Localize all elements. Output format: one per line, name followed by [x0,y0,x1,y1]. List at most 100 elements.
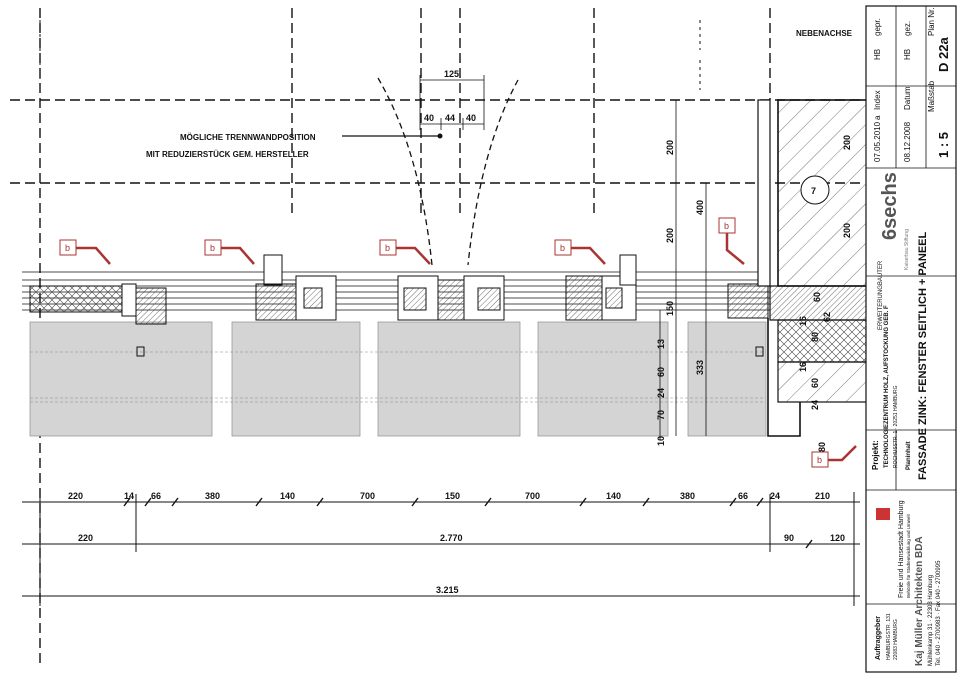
svg-text:b: b [560,243,565,253]
index-value: a [873,115,882,120]
vdim-13: 13 [656,339,666,349]
dim-top-125: 125 [444,69,459,79]
b-markers: b b b b b b [59,217,857,468]
project-label: Projekt: [871,440,880,470]
svg-text:b: b [210,243,215,253]
project-line-1: TECHNOLOGIEZENTRUM HOLZ, AUFSTOCKUNG GEB… [884,305,890,468]
floor-slab [769,285,869,321]
svg-text:b: b [65,243,70,253]
ersteller-label: ERWEITERUNGBAUTER [878,260,884,330]
architect-tel: Tel. 040 - 2700983 · Fax 040 - 2700995 [936,560,942,666]
dim-row1-380a: 380 [205,491,220,501]
callout-line-2: MIT REDUZIERSTÜCK GEM. HERSTELLER [146,150,309,159]
dim-top-40a: 40 [424,113,434,123]
plan-nr-value: D 22a [936,37,951,72]
architect-name: Kaj Müller Architekten BDA [914,536,925,666]
detail-circle-label: 7 [811,186,816,196]
svg-text:80: 80 [817,442,827,452]
left-frame [121,283,137,317]
index-label: Index [873,90,882,110]
architect-addr: Mühlenkamp 31 · 22303 Hamburg [928,575,934,666]
svg-text:60: 60 [810,378,820,388]
city-sub: Behörde für Stadtentwicklung und Umwelt [906,513,911,598]
dim-row2-2770: 2.770 [440,533,463,543]
wall-panels [29,321,767,437]
lower-wall [777,361,869,403]
left-mullion [135,287,167,325]
dim-row1-700b: 700 [525,491,540,501]
dim-row1-210: 210 [815,491,830,501]
svg-text:24: 24 [810,400,820,410]
dim-row1-24: 24 [770,491,780,501]
vdim-200-b: 200 [665,228,675,243]
b-marker-1: b [59,239,111,265]
massstab-label: Maßstab [927,80,936,112]
planinhalt-label: Planinhalt [906,441,912,470]
plan-nr-label: Plan Nr. [927,8,936,36]
wall-dim-200b: 200 [842,223,852,238]
b-marker-6: b [811,445,857,468]
dim-row1-14: 14 [124,491,134,501]
datum-value: 08.12.2008 [903,121,912,162]
gepr-label: gepr. [873,18,882,36]
dim-row1-700a: 700 [360,491,375,501]
dim-row2-120: 120 [830,533,845,543]
detail-circle-7 [800,175,830,205]
b-marker-5: b [718,217,745,265]
auftraggeber-label: Auftraggeber [875,616,882,660]
right-frame-profile [727,283,769,319]
project-line-2: ROCHUSSTR. 1 · 20251 HAMBURG [893,385,899,468]
dim-row1-ticks [123,497,813,549]
panel-marker-1 [136,346,145,357]
callout-line-1: MÖGLICHE TRENNWANDPOSITION [180,133,316,142]
cut-lines [39,20,701,90]
left-insulation [29,285,123,313]
logo-sub: Kaiserbau Stiftung [904,229,910,270]
auftraggeber-line-1: HAMBURGSTR. 131 [886,613,892,660]
mullion-profile-1 [255,254,337,321]
b-marker-2: b [204,239,255,265]
datum-label: Datum [903,86,912,110]
mullion-profile-2 [397,275,505,321]
nebenachse-label: NEBENACHSE [796,29,853,38]
vdim-150: 150 [665,301,675,316]
vdim-60: 60 [656,367,666,377]
dim-row1-150: 150 [445,491,460,501]
svg-text:b: b [817,455,822,465]
massstab-value: 1 : 5 [936,132,951,158]
vdim-333: 333 [695,360,705,375]
auftraggeber-line-2: 22083 HAMBURG [893,619,899,660]
vdim-400: 400 [695,200,705,215]
svg-text:b: b [724,221,729,231]
dim-top-40b: 40 [466,113,476,123]
title-block: gepr. HB gez. HB Plan Nr. D 22a Index a … [865,5,957,673]
logo-text: 6sechs [879,172,901,240]
zinc-flashing [767,318,801,437]
callout-dot [437,133,443,139]
vertical-dim-lines [659,100,707,440]
b-marker-4: b [554,239,606,265]
gepr-value: HB [873,49,882,60]
svg-text:16: 16 [798,316,808,326]
dim-row2-90: 90 [784,533,794,543]
dim-row1-140b: 140 [606,491,621,501]
dim-row1-220: 220 [68,491,83,501]
wall-dims-b: 60 16 80 62 16 60 24 80 [798,292,832,452]
dim-row1-66a: 66 [151,491,161,501]
floor-insulation [777,319,869,363]
panel-marker-2 [755,346,764,357]
mullion-profile-3 [565,254,637,321]
gez-label: gez. [903,21,912,36]
planinhalt-value: FASSADE ZINK: FENSTER SEITLICH + PANEEL [917,231,929,480]
svg-text:80: 80 [810,332,820,342]
dim-row2-220: 220 [78,533,93,543]
top-dimension-chain [419,75,485,130]
vdim-24: 24 [656,388,666,398]
vdim-70: 70 [656,410,666,420]
dimension-rows [22,492,860,606]
dim-row1-380b: 380 [680,491,695,501]
b-marker-3: b [379,239,431,265]
svg-text:b: b [385,243,390,253]
